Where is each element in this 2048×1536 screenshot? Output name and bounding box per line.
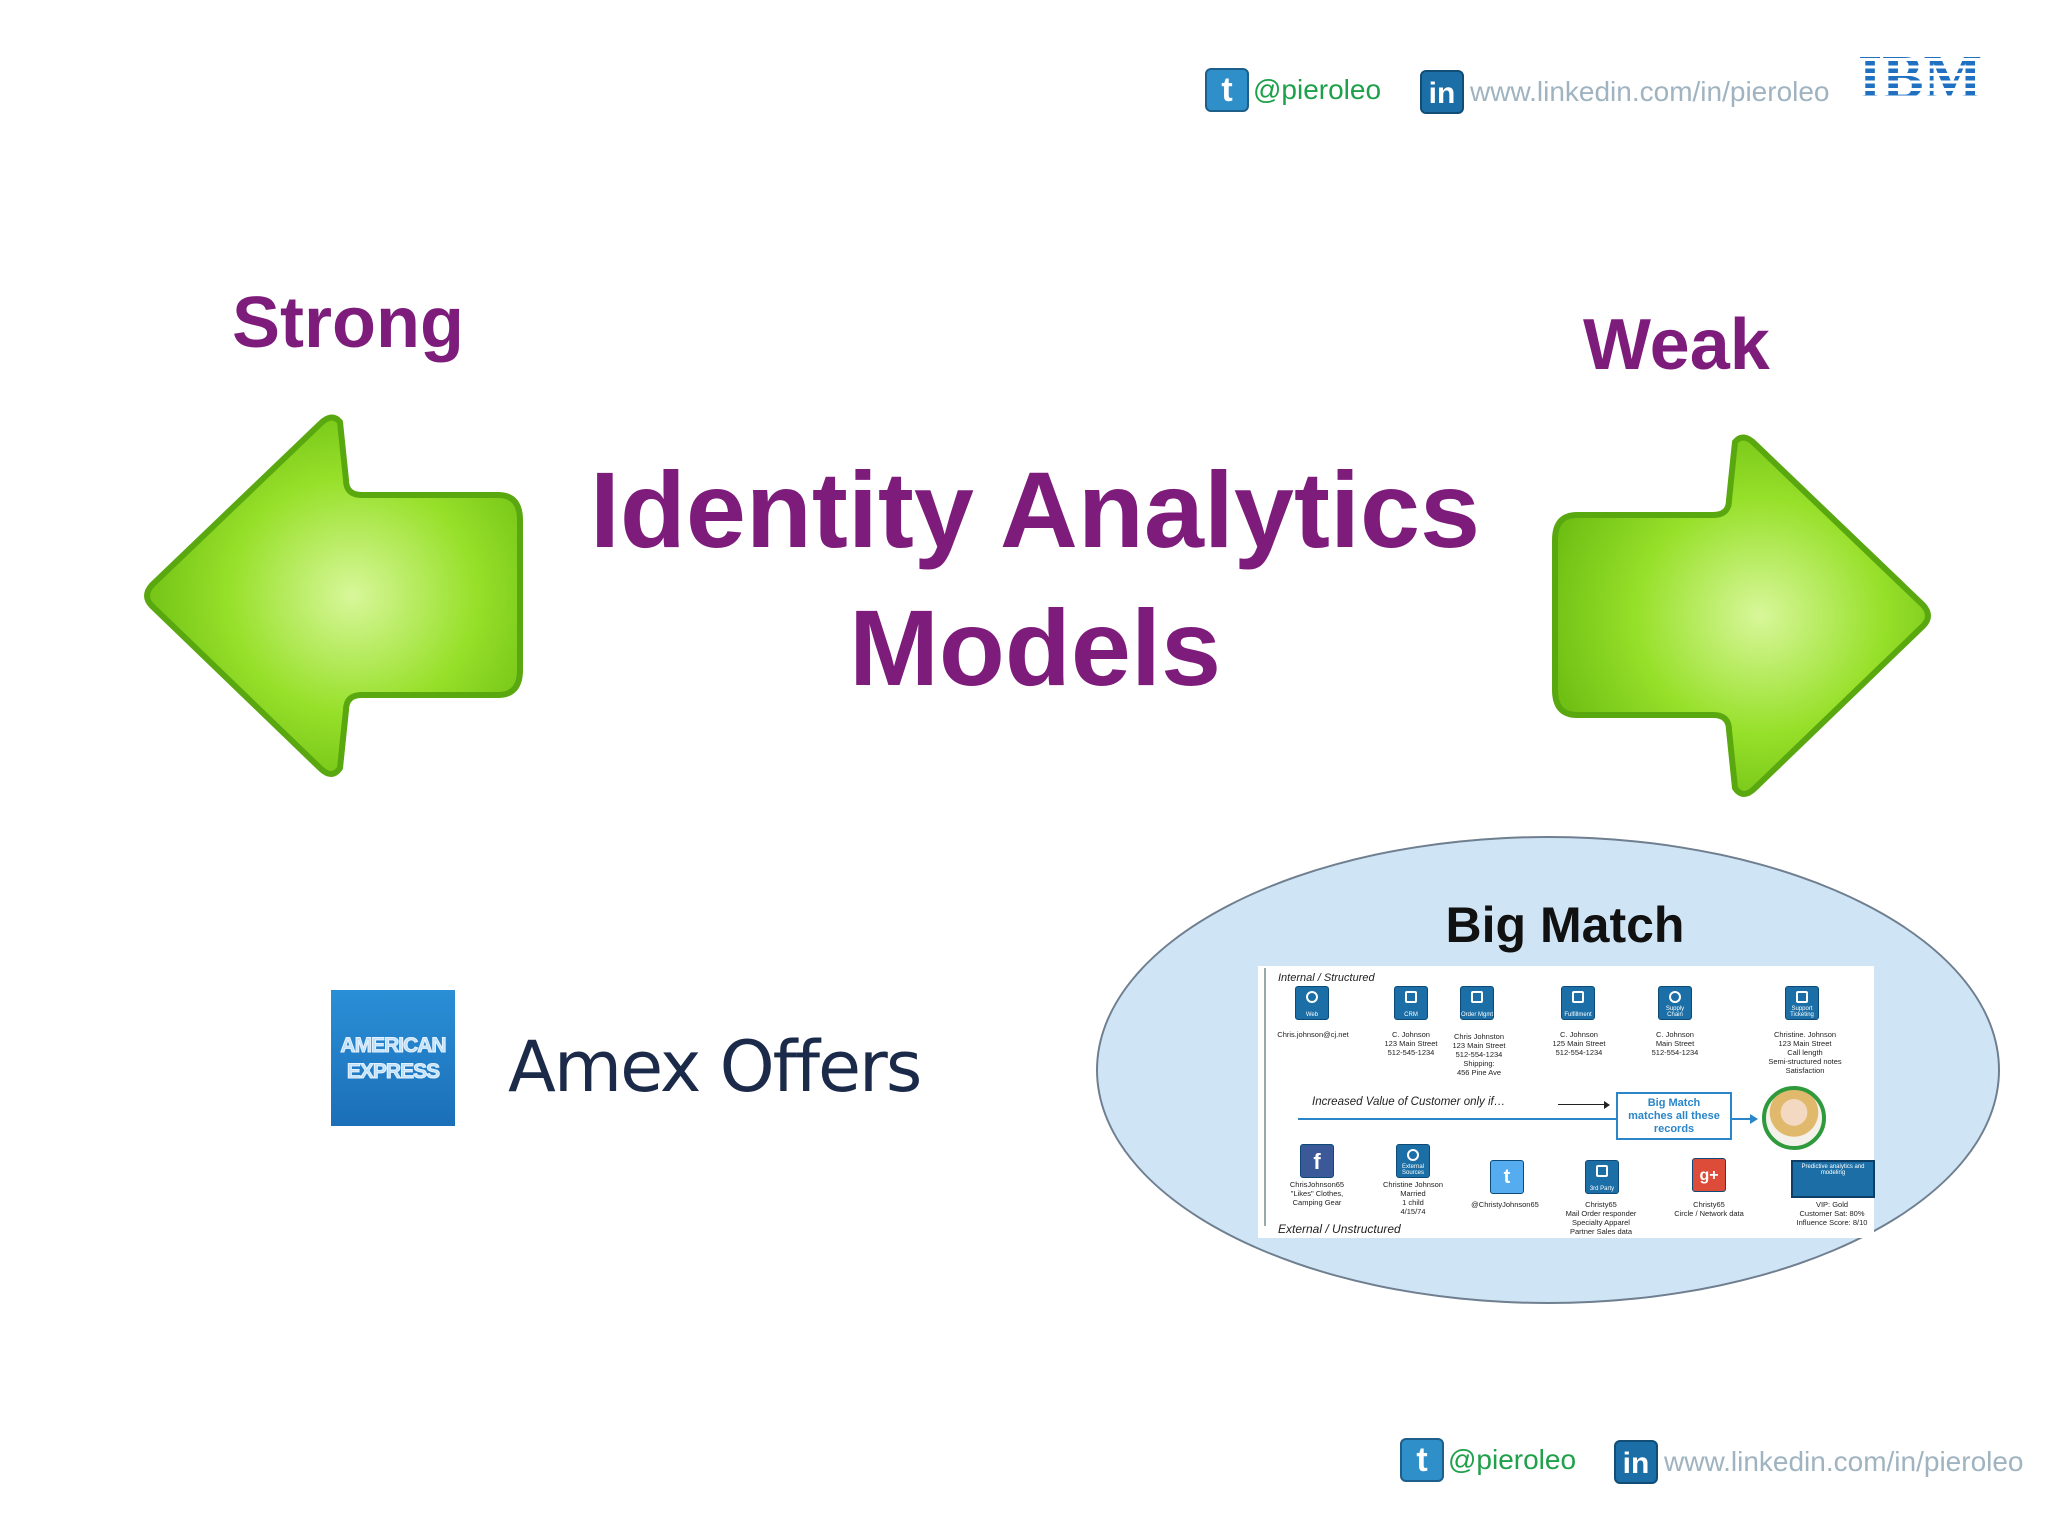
weak-label: Weak <box>1583 305 1770 385</box>
footer-linkedin-icon[interactable]: in <box>1614 1440 1658 1484</box>
big-match-diagram: Internal / Structured Web CRM Order Mgmt… <box>1258 966 1875 1238</box>
big-match-title: Big Match <box>1445 897 1685 953</box>
order-mgmt-source-caption: Chris Johnston 123 Main Street 512-554-1… <box>1452 1032 1506 1077</box>
big-match-box: Big Match matches all these records <box>1616 1092 1732 1140</box>
external-sources-icon: External Sources <box>1396 1144 1430 1178</box>
external-sources-caption: Christine Johnson Married 1 child 4/15/7… <box>1382 1180 1444 1216</box>
twitter-source-icon: t <box>1490 1160 1524 1194</box>
right-arrow-icon <box>1545 430 1935 800</box>
internal-structured-label: Internal / Structured <box>1278 972 1375 984</box>
predictive-analytics-caption: VIP: Gold Customer Sat: 80% Influence Sc… <box>1796 1200 1868 1227</box>
supply-chain-source-caption: C. Johnson Main Street 512-554-1234 <box>1651 1030 1699 1057</box>
twitter-source-caption: @ChristyJohnson65 <box>1471 1200 1539 1209</box>
ibm-logo: IBM <box>1852 44 1988 112</box>
order-mgmt-source-icon: Order Mgmt <box>1460 986 1494 1020</box>
footer-linkedin-url[interactable]: www.linkedin.com/in/pieroleo <box>1664 1446 2024 1477</box>
support-ticketing-source-caption: Christine. Johnson 123 Main Street Call … <box>1768 1030 1842 1075</box>
amex-logo-line1: AMERICAN <box>340 1034 447 1058</box>
flow-text: Increased Value of Customer only if… <box>1312 1096 1506 1108</box>
support-ticketing-source-icon: Support Ticketing <box>1785 986 1819 1020</box>
google-plus-icon: g+ <box>1692 1158 1726 1192</box>
web-source-icon: Web <box>1295 986 1329 1020</box>
left-arrow-icon <box>140 410 530 780</box>
twitter-icon[interactable]: t <box>1205 68 1249 112</box>
amex-offers-label: Amex Offers <box>508 1026 922 1108</box>
page-title-line1: Identity Analytics <box>589 449 1481 570</box>
external-unstructured-label: External / Unstructured <box>1278 1222 1401 1236</box>
facebook-caption: ChrisJohnson65 "Likes" Clothes, Camping … <box>1289 1180 1345 1207</box>
footer-social: t @pieroleo <box>1400 1438 1576 1482</box>
customer-avatar <box>1762 1086 1826 1150</box>
crm-source-caption: C. Johnson 123 Main Street 512-545-1234 <box>1384 1030 1438 1057</box>
header-twitter-handle[interactable]: @pieroleo <box>1253 74 1382 105</box>
linkedin-icon[interactable]: in <box>1420 70 1464 114</box>
amex-logo: AMERICAN EXPRESS <box>331 990 455 1126</box>
page-title-line2: Models <box>848 587 1222 708</box>
google-plus-caption: Christy65 Circle / Network data <box>1674 1200 1744 1218</box>
third-party-source-icon: 3rd Party <box>1585 1160 1619 1194</box>
header-linkedin-url[interactable]: www.linkedin.com/in/pieroleo <box>1470 76 1830 107</box>
supply-chain-source-icon: Supply Chain <box>1658 986 1692 1020</box>
web-source-caption: Chris.johnson@cj.net <box>1277 1030 1349 1039</box>
footer-linkedin: in www.linkedin.com/in/pieroleo <box>1614 1440 2024 1484</box>
footer-twitter-handle[interactable]: @pieroleo <box>1448 1444 1577 1475</box>
fulfillment-source-caption: C. Johnson 125 Main Street 512-554-1234 <box>1552 1030 1606 1057</box>
third-party-source-caption: Christy65 Mail Order responder Specialty… <box>1565 1200 1637 1236</box>
amex-logo-line2: EXPRESS <box>346 1060 440 1084</box>
predictive-analytics-icon: Predictive analytics and modeling <box>1791 1160 1875 1198</box>
header-social: t @pieroleo <box>1205 68 1381 112</box>
crm-source-icon: CRM <box>1394 986 1428 1020</box>
facebook-icon: f <box>1300 1144 1334 1178</box>
svg-text:IBM: IBM <box>1858 46 1982 106</box>
strong-label: Strong <box>232 283 464 363</box>
header-linkedin: in www.linkedin.com/in/pieroleo <box>1420 70 1830 114</box>
fulfillment-source-icon: Fulfillment <box>1561 986 1595 1020</box>
footer-twitter-icon[interactable]: t <box>1400 1438 1444 1482</box>
